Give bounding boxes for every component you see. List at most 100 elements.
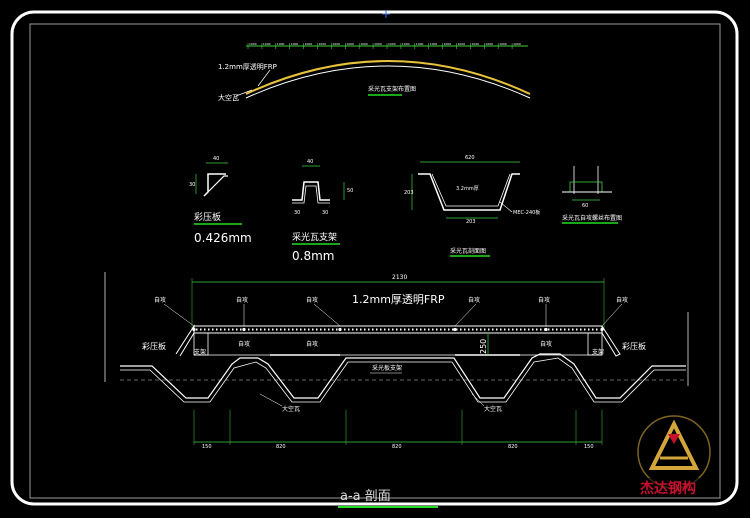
tile-arc [245,65,531,99]
logo-heart-icon [668,434,680,444]
angle-width-text: 40 [213,156,219,162]
frp-title: 1.2mm厚透明FRP [352,293,445,306]
section-tag-leader [499,201,513,213]
section-tag: MEC-240板 [513,209,540,216]
leader-2 [313,303,341,327]
tile-leader [235,89,253,97]
top-screw-label-3: 自攻 [468,296,480,304]
overall-dim-text: 2130 [392,274,407,281]
screw-dot [600,327,604,332]
tile-profile-outer [120,353,686,399]
scale-mark-label: 1000 [277,42,285,46]
section-inner [431,173,511,207]
frp-arc-label: 1.2mm厚透明FRP [218,63,277,71]
tile-label-left-leader [259,393,283,407]
fixing-caption: 采光瓦自攻螺丝布置图 [562,214,622,222]
bracket-width-text: 40 [307,159,313,165]
drawing-frame [10,10,739,506]
bracket-box-left [193,332,209,356]
scale-mark-label: 1000 [444,42,452,46]
top-screw-label-1: 自攻 [236,296,248,304]
top-screw-label-2: 自攻 [306,296,318,304]
top-screw-label-4: 自攻 [538,296,550,304]
bottom-dim-3: 820 [392,444,402,450]
company-logo: 杰达钢构 [636,415,712,497]
bracket-box-right [587,332,603,356]
tile-arc-label: 大空瓦 [218,93,239,102]
bottom-dim-4: 820 [508,444,518,450]
screw-dot [338,327,342,332]
depth-dim-text: 250 [479,339,488,354]
bottom-dim-2: 820 [276,444,286,450]
scale-mark-label: 1000 [291,42,299,46]
bracket-inner [292,185,330,204]
fixing-detail: 60 采光瓦自攻螺丝布置图 [562,166,622,224]
scale-mark-label: 1000 [374,42,382,46]
scale-mark-label: 1000 [346,42,354,46]
lower-screw-label-3: 自攻 [540,340,552,348]
scale-mark-label: 1000 [485,42,493,46]
tile-profile-inner [120,357,686,403]
right-bracket-label: 支架 [592,348,604,356]
main-section: 2130 1.2mm厚透明FRP 250 自攻 自攻 自攻 自攻 自攻 自攻 自… [104,272,689,508]
screw-dot [544,327,548,332]
fixing-plate [569,181,603,193]
bottom-dim-ticks [193,410,603,445]
fixing-dim-text: 60 [582,203,588,209]
section-bottom-text: 203 [466,219,476,225]
section-top-text: 620 [465,155,475,161]
screw-dots [192,327,604,332]
scale-mark-label: 1000 [430,42,438,46]
right-panel-label: 彩压板 [622,341,646,351]
leader-lines [163,303,623,327]
screw-dot [242,327,246,332]
left-bracket-label: 支架 [194,348,206,356]
frp-arc [245,60,531,95]
scale-mark-label: 1000 [388,42,396,46]
scale-mark-label: 1000 [319,42,327,46]
screw-label-edge: 自攻 [154,296,166,304]
scale-mark-label: 1000 [402,42,410,46]
logo-text-bg [636,478,712,496]
leader-edge [163,303,195,327]
logo-text: 杰达钢构 [640,480,696,497]
scale-mark-label: 1000 [305,42,313,46]
frp-leader [257,69,271,87]
top-arc-drawing: 1000 1000 1000 1000 1000 1000 1000 1000 1000 1000… [218,42,531,102]
bracket-name: 采光瓦支架 [292,231,337,243]
scale-mark-label: 1000 [360,42,368,46]
section-inner-label: 3.2mm厚 [456,186,479,192]
arc-caption: 采光瓦支架布置图 [368,85,416,93]
scale-mark-label: 1000 [416,42,424,46]
scale-mark-label: 1000 [263,42,271,46]
section-profile [418,173,520,211]
bracket-shape [292,181,330,201]
angle-spec: 0.426mm [194,231,252,245]
arc-scale-ticks: 1000 1000 1000 1000 1000 1000 1000 1000 1000 1000… [247,42,521,49]
section-caption: 采光瓦剖面图 [450,247,486,255]
left-panel-label: 彩压板 [142,341,166,351]
bottom-dim-5: 150 [584,444,594,450]
scale-mark-label: 1000 [499,42,507,46]
bracket-foot-left: 30 [294,210,300,216]
section-detail: 620 203 3.2mm厚 203 MEC-240板 采光瓦剖面图 [404,155,540,257]
scale-mark-label: 1000 [513,42,521,46]
bottom-dim-1: 150 [202,444,212,450]
left-edge-panel [175,324,195,357]
bracket-height-text: 50 [347,188,353,194]
leader-5 [601,303,623,327]
scale-mark-label: 1000 [332,42,340,46]
tile-label-left: 大空瓦 [282,405,300,413]
logo-triangle-icon [648,419,700,470]
bracket-spec: 0.8mm [292,249,334,263]
angle-detail: 40 30 彩压板 0.426mm [189,156,252,245]
angle-name: 彩压板 [194,211,221,223]
section-title: a-a 剖面 [340,489,391,504]
right-edge-panel [601,325,621,357]
cursor-mark-icon [382,10,390,18]
bracket-foot-right: 30 [322,210,328,216]
tile-label-right-leader [471,393,485,407]
scale-mark-label: 1000 [458,42,466,46]
lower-screw-label-2: 自攻 [306,340,318,348]
